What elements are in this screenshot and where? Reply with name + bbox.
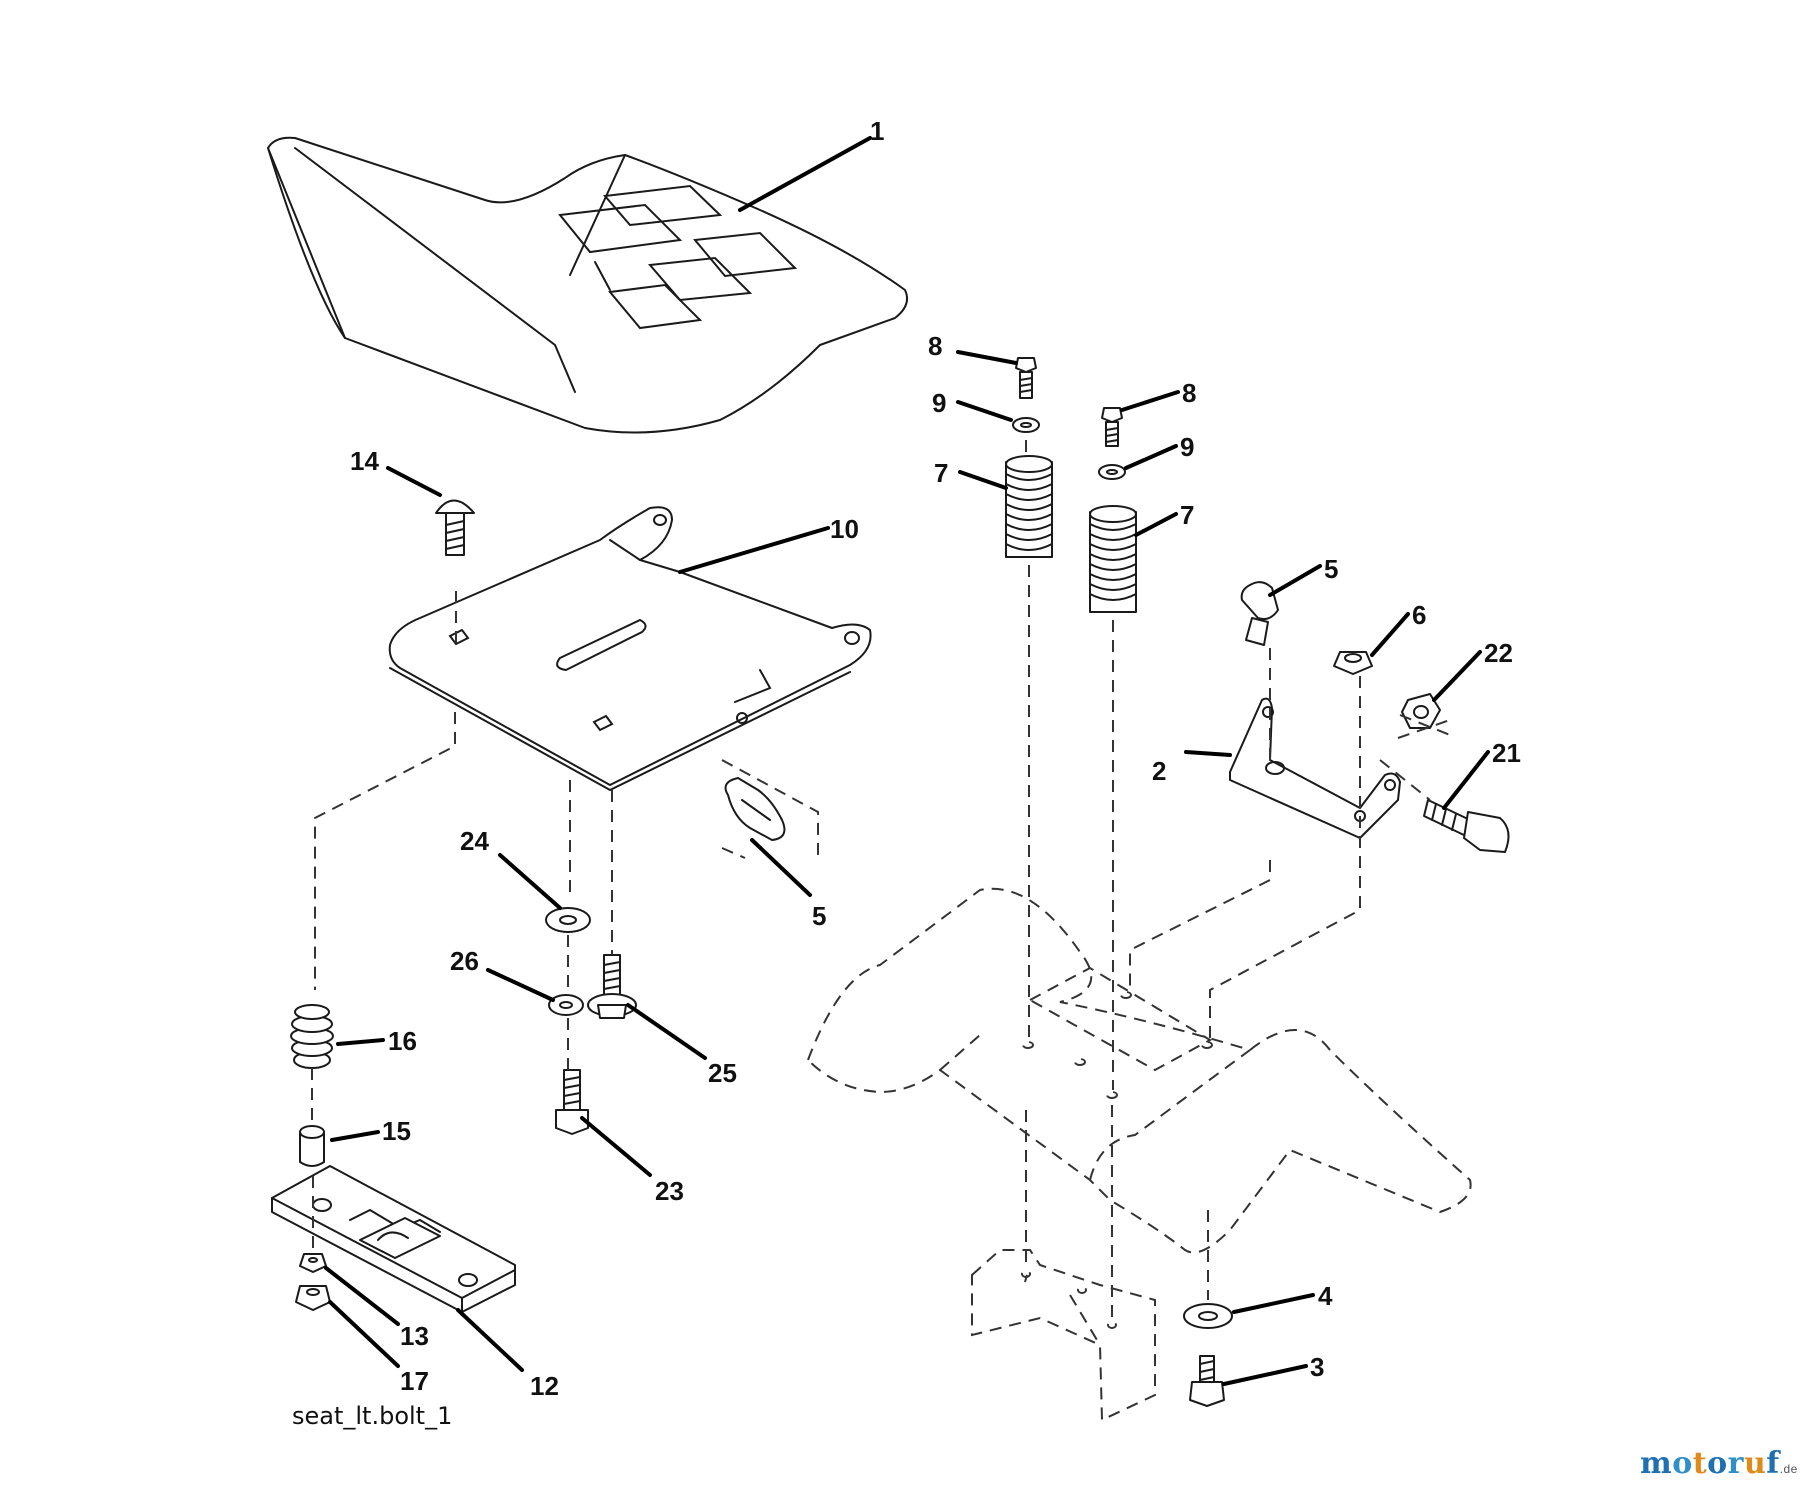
- lock-washer-26: [548, 994, 584, 1016]
- callout-7-right: 7: [1180, 500, 1194, 530]
- brand-letter: r: [1727, 1446, 1744, 1481]
- compression-spring-16: [290, 1004, 334, 1069]
- callout-5-left: 5: [812, 901, 826, 931]
- callout-12: 12: [530, 1371, 559, 1401]
- coil-spring-7-right: [1089, 505, 1137, 613]
- callout-labels: 1 14 10 24 5 26 25 16 15 23 13 12 17 8 9…: [350, 116, 1521, 1401]
- hex-nut-17: [295, 1285, 331, 1311]
- callout-26: 26: [450, 946, 479, 976]
- hex-bolt-8-right: [1101, 407, 1123, 447]
- callout-3: 3: [1310, 1352, 1324, 1382]
- callout-9-left: 9: [932, 388, 946, 418]
- callout-6: 6: [1412, 600, 1426, 630]
- callout-13: 13: [400, 1321, 429, 1351]
- frame-bracket-outline: [971, 1249, 1156, 1422]
- flat-washer-24: [545, 907, 591, 933]
- hex-nut-22: [1401, 693, 1441, 729]
- retainer-clip-left: [724, 777, 786, 841]
- washer-9-right: [1098, 464, 1126, 480]
- callout-25: 25: [708, 1058, 737, 1088]
- brand-letter: m: [1640, 1446, 1673, 1481]
- hex-bolt-8-left: [1015, 357, 1037, 399]
- callout-16: 16: [388, 1026, 417, 1056]
- brand-letter: t: [1692, 1446, 1708, 1481]
- callout-7-left: 7: [934, 458, 948, 488]
- callout-22: 22: [1484, 638, 1513, 668]
- callout-17: 17: [400, 1366, 429, 1396]
- callout-1: 1: [870, 116, 884, 146]
- callout-8-left: 8: [928, 331, 942, 361]
- callout-2: 2: [1152, 756, 1166, 786]
- callout-4: 4: [1318, 1281, 1333, 1311]
- hex-nut-6: [1333, 651, 1373, 675]
- fender-outline: [806, 887, 1472, 1254]
- brand-letter: o: [1707, 1446, 1728, 1481]
- brand-letter: u: [1743, 1446, 1767, 1481]
- brand-suffix: .de: [1779, 1462, 1798, 1476]
- callout-15: 15: [382, 1116, 411, 1146]
- spacer-15: [299, 1125, 325, 1167]
- drawing-caption: seat_lt.bolt_1: [292, 1402, 453, 1430]
- hex-nut-13: [299, 1253, 327, 1273]
- shoulder-bolt-21: [1423, 799, 1510, 853]
- coil-spring-7-left: [1005, 455, 1053, 558]
- brand-letter: o: [1672, 1446, 1693, 1481]
- hex-bolt-23: [555, 1069, 589, 1135]
- callout-23: 23: [655, 1176, 684, 1206]
- brand-watermark[interactable]: motoruf.de: [1640, 1446, 1798, 1481]
- retainer-clip-right: [1240, 581, 1279, 646]
- flat-washer-4: [1183, 1303, 1233, 1329]
- hex-bolt-3: [1189, 1355, 1225, 1407]
- callout-9-right: 9: [1180, 432, 1194, 462]
- flange-bolt-25: [587, 954, 637, 1019]
- callout-24: 24: [460, 826, 489, 856]
- carriage-bolt: [435, 499, 475, 556]
- seat-cushion: [267, 136, 908, 434]
- callout-14: 14: [350, 446, 379, 476]
- seat-pan: [388, 506, 872, 792]
- callout-21: 21: [1492, 738, 1521, 768]
- callout-5-right: 5: [1324, 554, 1338, 584]
- seat-adjust-plate: [271, 1165, 516, 1313]
- washer-9-left: [1012, 417, 1040, 433]
- callout-8-right: 8: [1182, 378, 1196, 408]
- pivot-bracket-2: [1229, 697, 1401, 839]
- brand-letter: f: [1766, 1446, 1780, 1481]
- leader-lines: [324, 136, 1490, 1386]
- callout-10: 10: [830, 514, 859, 544]
